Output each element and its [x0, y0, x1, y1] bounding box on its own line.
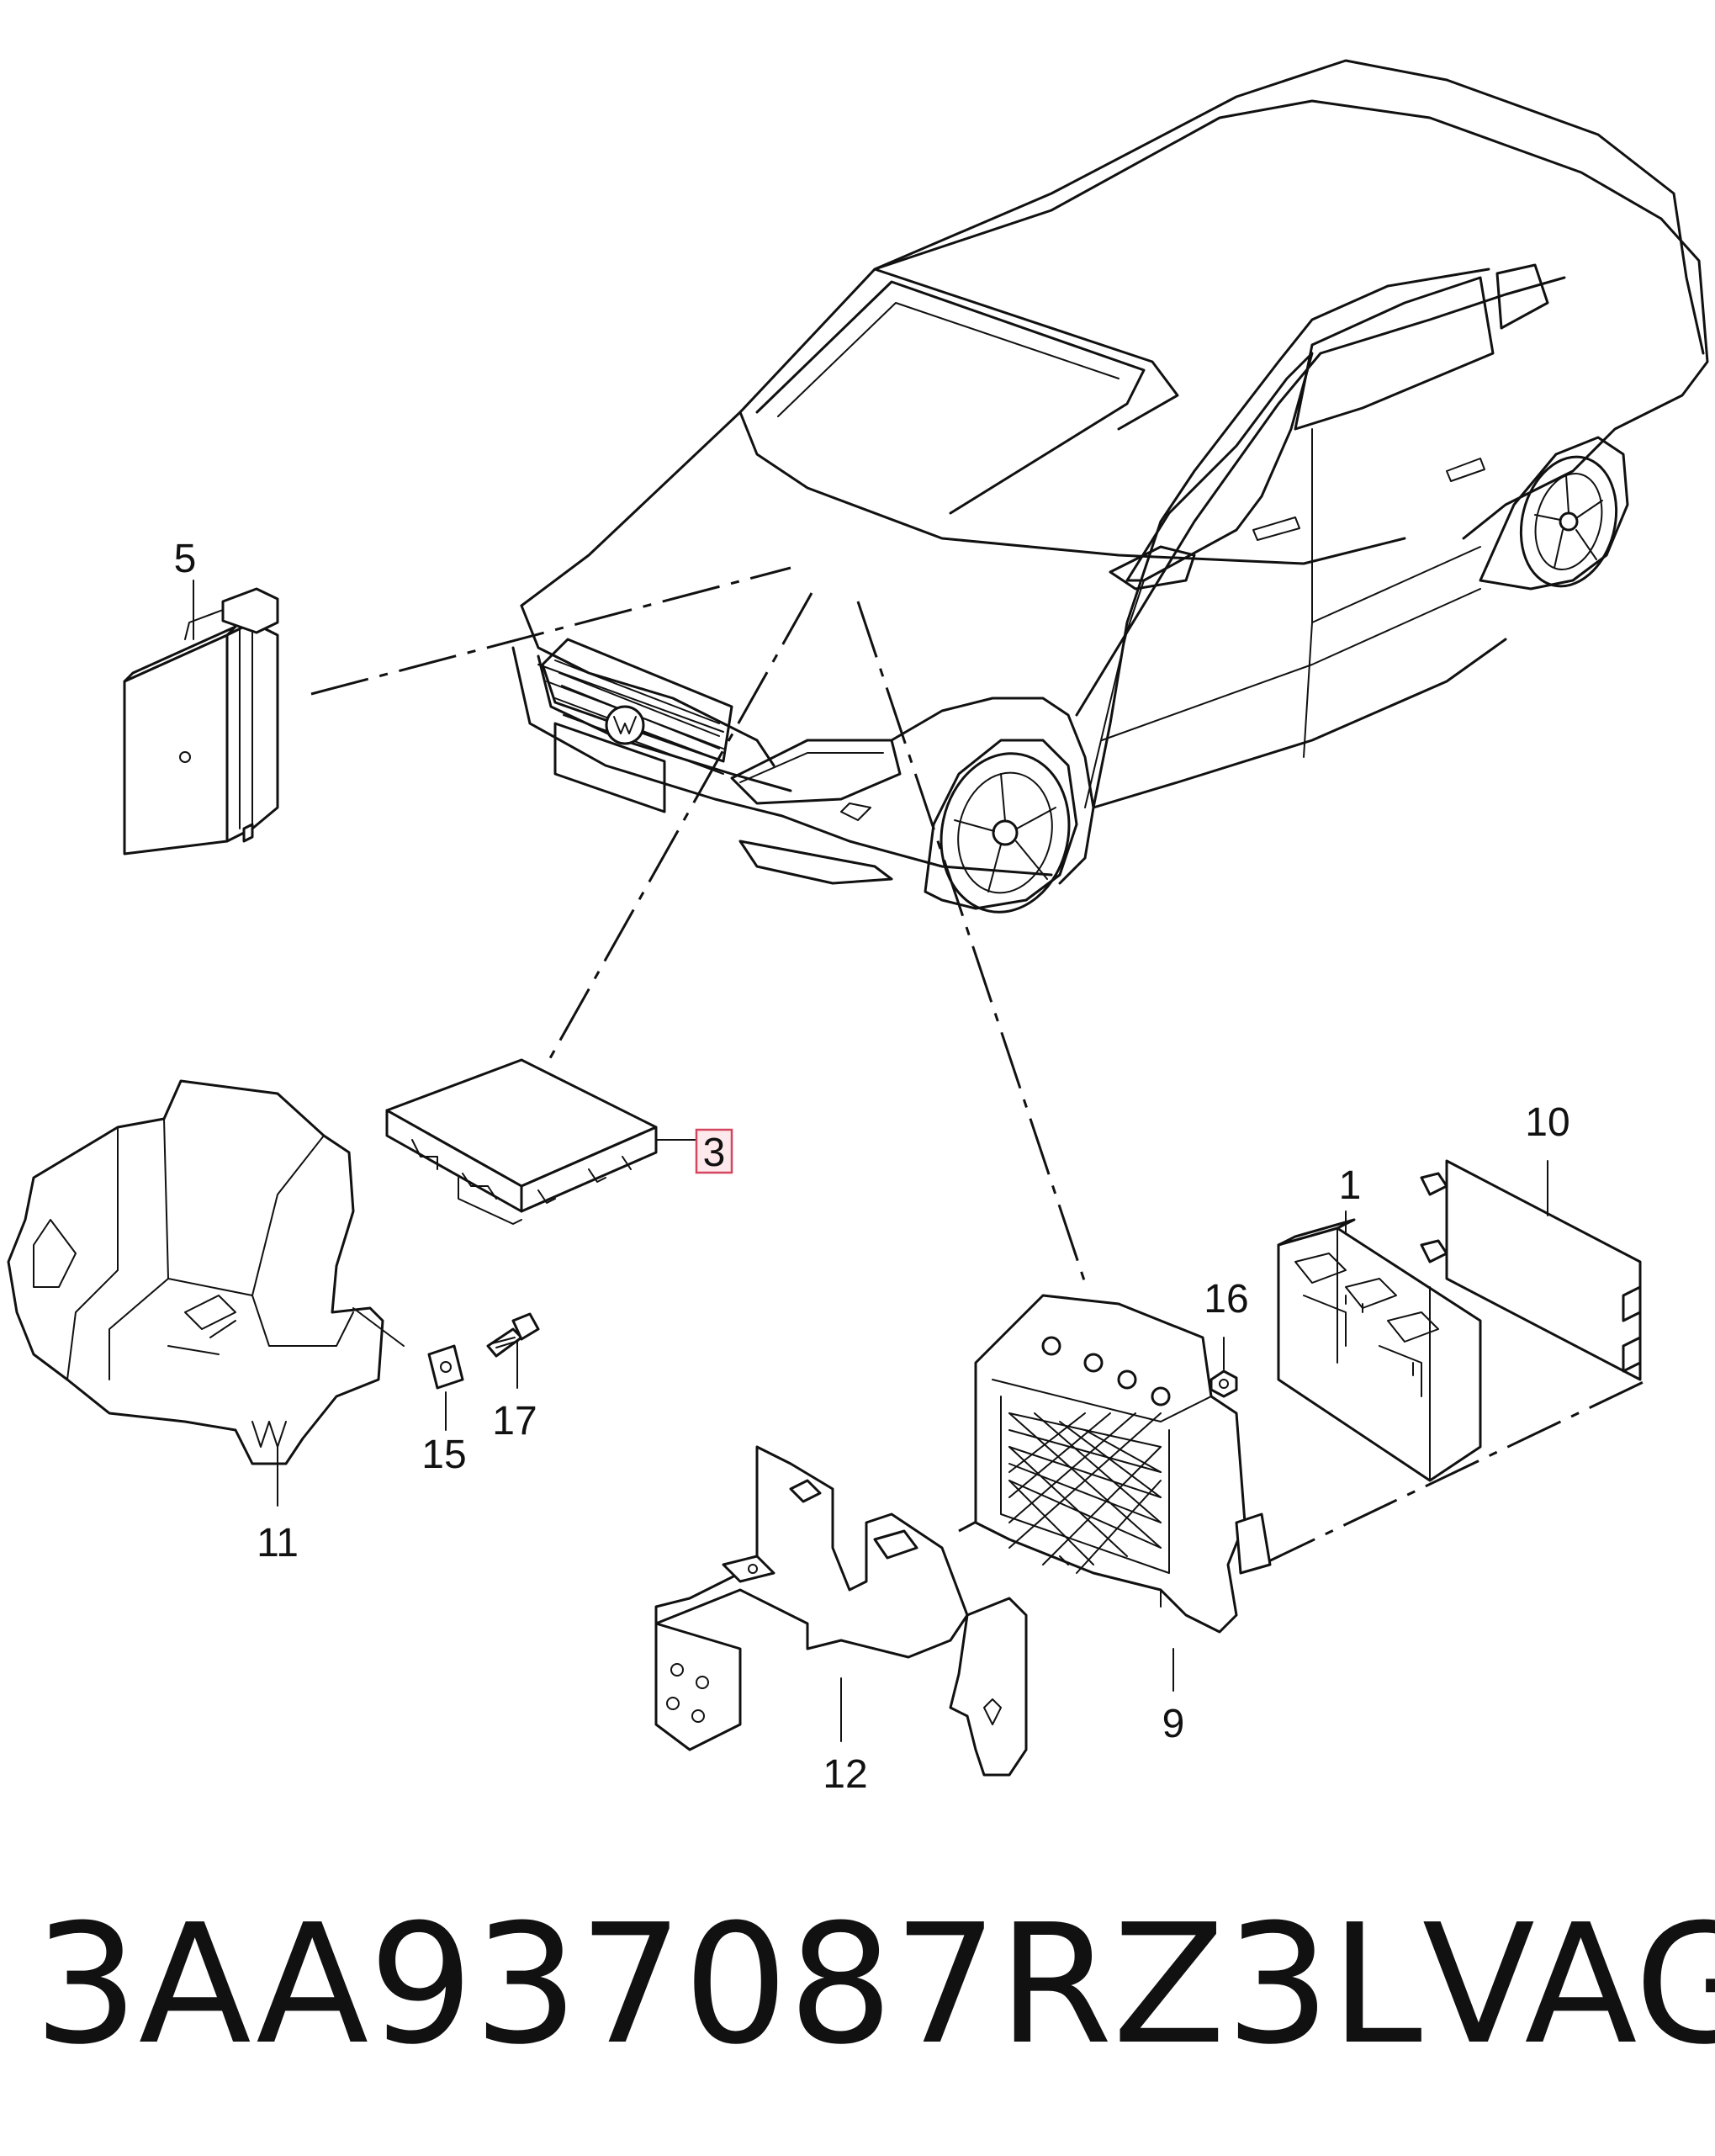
brand-label: VAG	[1421, 1889, 1715, 2081]
part-3-control-unit	[385, 1058, 733, 1225]
part-caption: 3AA937087RZ3L VAG	[34, 1876, 1715, 2095]
callout-1: 1	[1339, 1163, 1362, 1208]
part-1-module	[1277, 1210, 1482, 1482]
callout-15: 15	[421, 1433, 466, 1477]
part-5-module	[123, 580, 279, 856]
part-15-clip	[427, 1344, 464, 1431]
part-12-bracket	[654, 1445, 1028, 1777]
callout-12: 12	[823, 1752, 867, 1797]
callout-3: 3	[703, 1131, 726, 1175]
callout-3-highlight	[695, 1128, 733, 1174]
part-number: 3AA937087RZ3L	[34, 1889, 1422, 2081]
part-11-tray	[7, 1079, 405, 1507]
callout-5: 5	[174, 537, 197, 581]
callout-11: 11	[257, 1521, 299, 1565]
part-10-plate	[1420, 1159, 1642, 1381]
callout-10: 10	[1525, 1100, 1569, 1145]
callout-16: 16	[1204, 1277, 1248, 1322]
callout-9: 9	[1162, 1702, 1185, 1746]
part-16-nut	[1209, 1337, 1238, 1398]
callout-17: 17	[492, 1399, 537, 1444]
part-17-bolt	[486, 1312, 540, 1389]
callout-labels: 5 3 10 1 16 17 15 11 9 12	[174, 537, 1570, 1797]
part-9-frame	[974, 1294, 1272, 1692]
car-illustration	[511, 59, 1709, 914]
